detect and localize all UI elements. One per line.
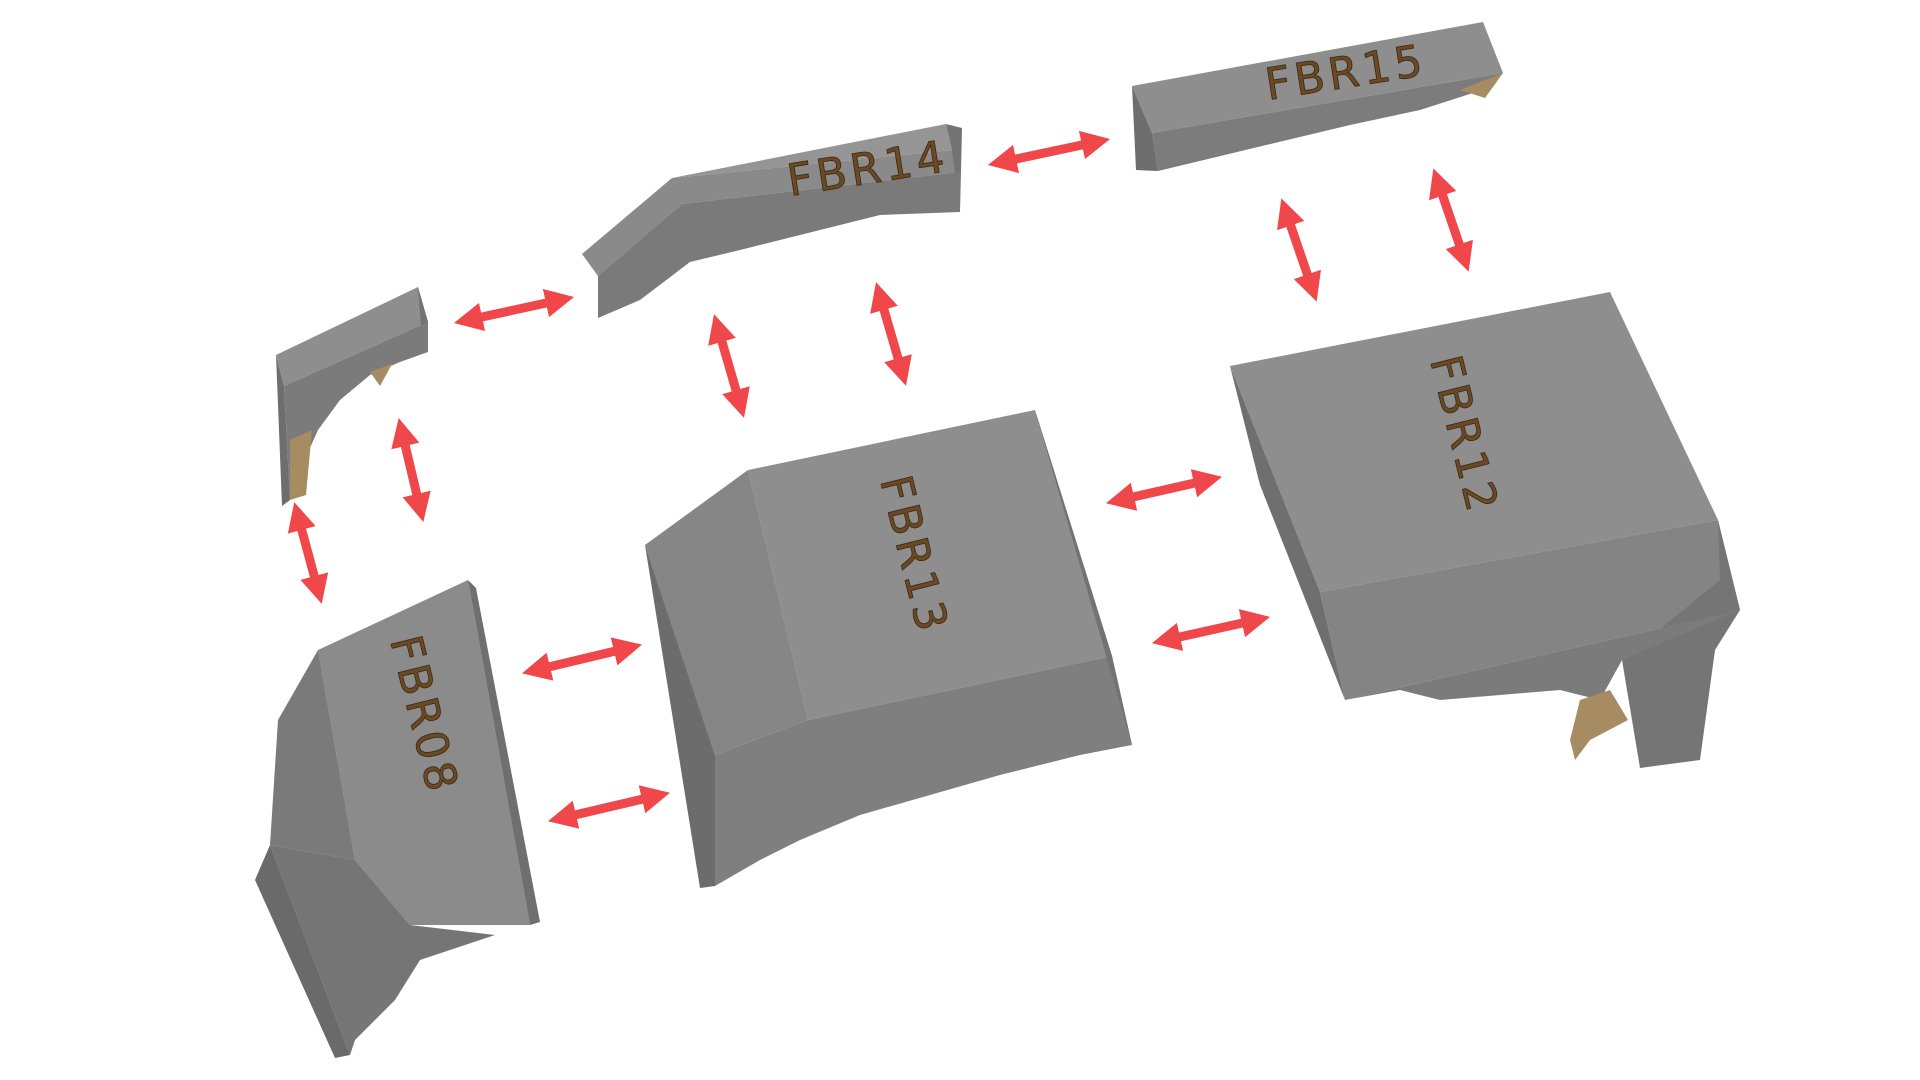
arrow-fbr15-fbr12-right	[1429, 168, 1473, 272]
arrow-fbr14-fbr13-right	[870, 282, 912, 386]
arrow-fragment-fbr14	[453, 288, 575, 332]
arrow-fbr08-fbr13-upper	[521, 637, 643, 681]
arrow-fbr14-fbr13-left	[708, 314, 750, 418]
block-fbr13: FBR13	[645, 410, 1132, 888]
block-fbr14: FBR14	[582, 124, 962, 318]
arrow-fbr14-fbr15	[987, 130, 1111, 174]
arrow-fbr13-fbr12-lower	[1151, 609, 1271, 651]
arrow-fragment-fbr08-left	[287, 502, 329, 604]
arrow-fbr13-fbr12-upper	[1105, 469, 1223, 511]
arrow-fbr08-fbr13-lower	[547, 785, 671, 829]
block-fragment	[276, 287, 428, 506]
block-fbr08: FBR08	[255, 580, 540, 1058]
arrow-fbr15-fbr12-left	[1277, 198, 1321, 302]
block-fbr15: FBR15	[1132, 22, 1503, 171]
connection-arrows	[287, 130, 1473, 829]
arrow-fragment-fbr08-right	[391, 417, 431, 523]
block-fbr12: FBR12	[1230, 292, 1740, 768]
